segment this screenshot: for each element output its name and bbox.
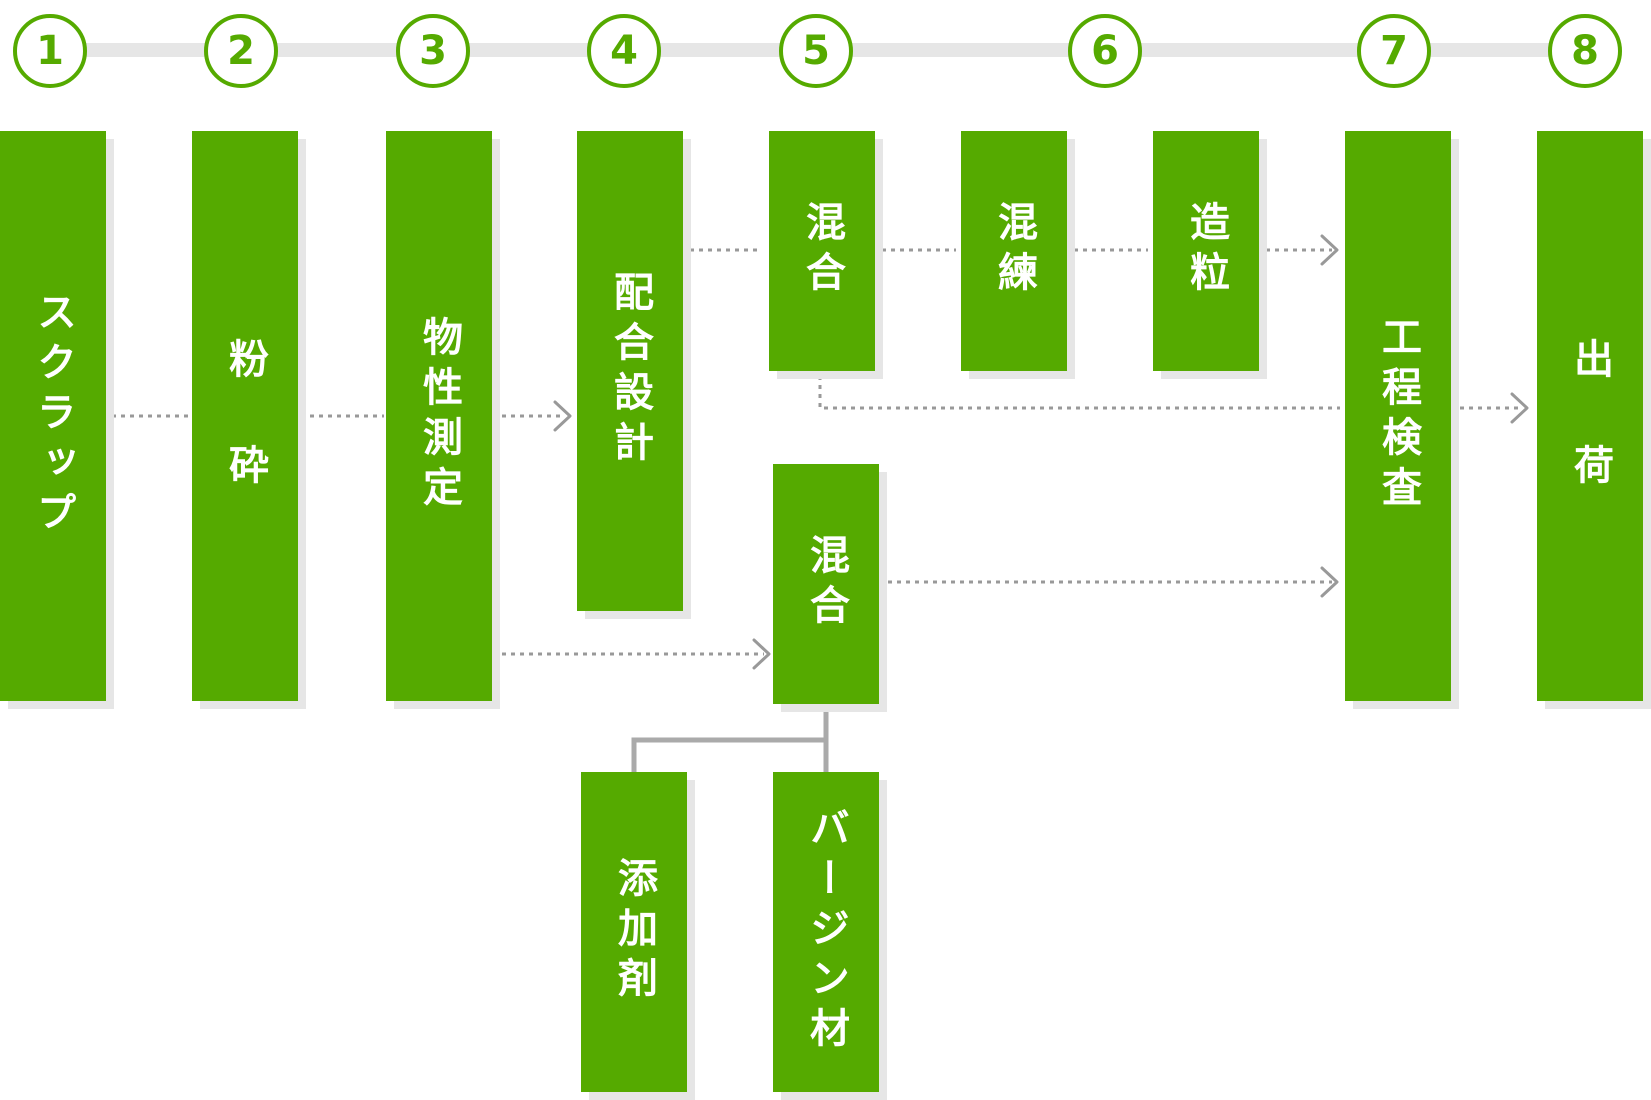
box-granulate-label: 造粒 <box>1183 201 1229 301</box>
step-5-circle: 5 <box>779 14 853 88</box>
box-ship-label: 出 荷 <box>1567 338 1613 494</box>
box-scrap-label: スクラップ <box>30 291 76 541</box>
step-3-circle: 3 <box>396 14 470 88</box>
box-additive: 添加剤 <box>581 772 687 1092</box>
box-mix-lower: 混合 <box>773 464 879 704</box>
box-knead: 混練 <box>961 131 1067 371</box>
box-ship: 出 荷 <box>1537 131 1643 701</box>
step-2-circle: 2 <box>204 14 278 88</box>
arrowhead-ship <box>1510 392 1529 424</box>
box-virgin: バージン材 <box>773 772 879 1092</box>
box-mix-upper: 混合 <box>769 131 875 371</box>
box-measure-label: 物性測定 <box>416 316 462 516</box>
box-mix-upper-label: 混合 <box>799 201 845 301</box>
box-mix-lower-label: 混合 <box>803 534 849 634</box>
arrowhead-mix-lower <box>752 638 771 670</box>
box-scrap: スクラップ <box>0 131 106 701</box>
step-4-circle: 4 <box>587 14 661 88</box>
box-measure: 物性測定 <box>386 131 492 701</box>
connector-mix-inspect-bypass <box>818 376 1340 410</box>
step-8-circle: 8 <box>1548 14 1622 88</box>
box-granulate: 造粒 <box>1153 131 1259 371</box>
step-6-circle: 6 <box>1068 14 1142 88</box>
arrowhead-design <box>553 400 572 432</box>
box-additive-label: 添加剤 <box>611 857 657 1007</box>
arrowhead-granulate-inspect <box>1320 234 1339 266</box>
arrowhead-mix-lower-inspect <box>1320 566 1339 598</box>
box-knead-label: 混練 <box>991 201 1037 301</box>
feeder-bracket <box>631 712 829 772</box>
step-1-circle: 1 <box>13 14 87 88</box>
box-design-label: 配合設計 <box>607 271 653 471</box>
box-crush: 粉 砕 <box>192 131 298 701</box>
step-7-circle: 7 <box>1357 14 1431 88</box>
box-inspect-label: 工程検査 <box>1375 316 1421 516</box>
box-crush-label: 粉 砕 <box>222 338 268 494</box>
box-virgin-label: バージン材 <box>803 807 849 1057</box>
box-design: 配合設計 <box>577 131 683 611</box>
box-inspect: 工程検査 <box>1345 131 1451 701</box>
